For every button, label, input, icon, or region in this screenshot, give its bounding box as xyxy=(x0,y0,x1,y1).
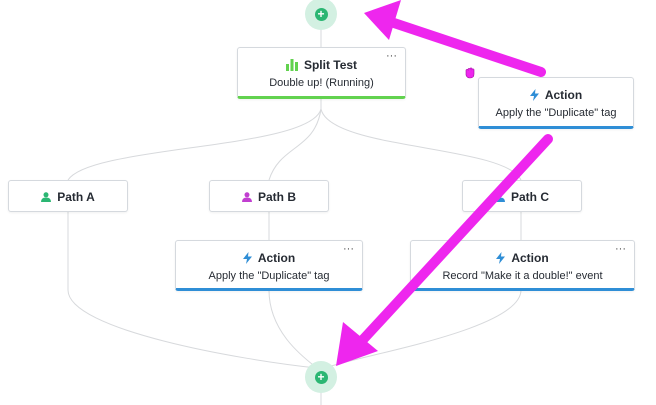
action-title: Action xyxy=(511,251,549,265)
add-step-button-bottom[interactable]: + xyxy=(305,361,337,393)
action-node-path-b[interactable]: ··· Action Apply the "Duplicate" tag xyxy=(175,240,363,291)
lightning-icon xyxy=(529,89,539,101)
path-a-node[interactable]: Path A xyxy=(8,180,128,212)
lightning-icon xyxy=(242,252,252,264)
plus-icon: + xyxy=(314,370,328,384)
annotation-arrow-down xyxy=(336,134,553,366)
grab-cursor-icon xyxy=(464,66,478,84)
lightning-icon xyxy=(496,252,506,264)
path-b-label: Path B xyxy=(257,190,296,204)
node-menu-button[interactable]: ··· xyxy=(343,243,354,255)
node-menu-button[interactable]: ··· xyxy=(615,243,626,255)
bar-chart-icon xyxy=(285,59,298,71)
split-test-subtitle: Double up! (Running) xyxy=(269,77,374,89)
floating-action-subtitle: Apply the "Duplicate" tag xyxy=(495,107,617,119)
annotation-arrow-up xyxy=(364,0,546,77)
floating-action-node[interactable]: Action Apply the "Duplicate" tag xyxy=(478,77,634,129)
action-subtitle: Apply the "Duplicate" tag xyxy=(208,270,330,282)
path-a-label: Path A xyxy=(57,190,95,204)
split-test-node[interactable]: ··· Split Test Double up! (Running) xyxy=(237,47,406,99)
plus-icon: + xyxy=(314,7,328,21)
user-icon xyxy=(241,192,252,202)
action-subtitle: Record "Make it a double!" event xyxy=(442,270,603,282)
node-menu-button[interactable]: ··· xyxy=(386,50,397,62)
add-step-button-top[interactable]: + xyxy=(305,0,337,30)
floating-action-title: Action xyxy=(544,88,583,102)
path-b-node[interactable]: Path B xyxy=(209,180,329,212)
action-title: Action xyxy=(257,251,296,265)
path-c-label: Path C xyxy=(510,190,549,204)
split-test-title: Split Test xyxy=(303,58,358,72)
user-icon xyxy=(41,192,52,202)
